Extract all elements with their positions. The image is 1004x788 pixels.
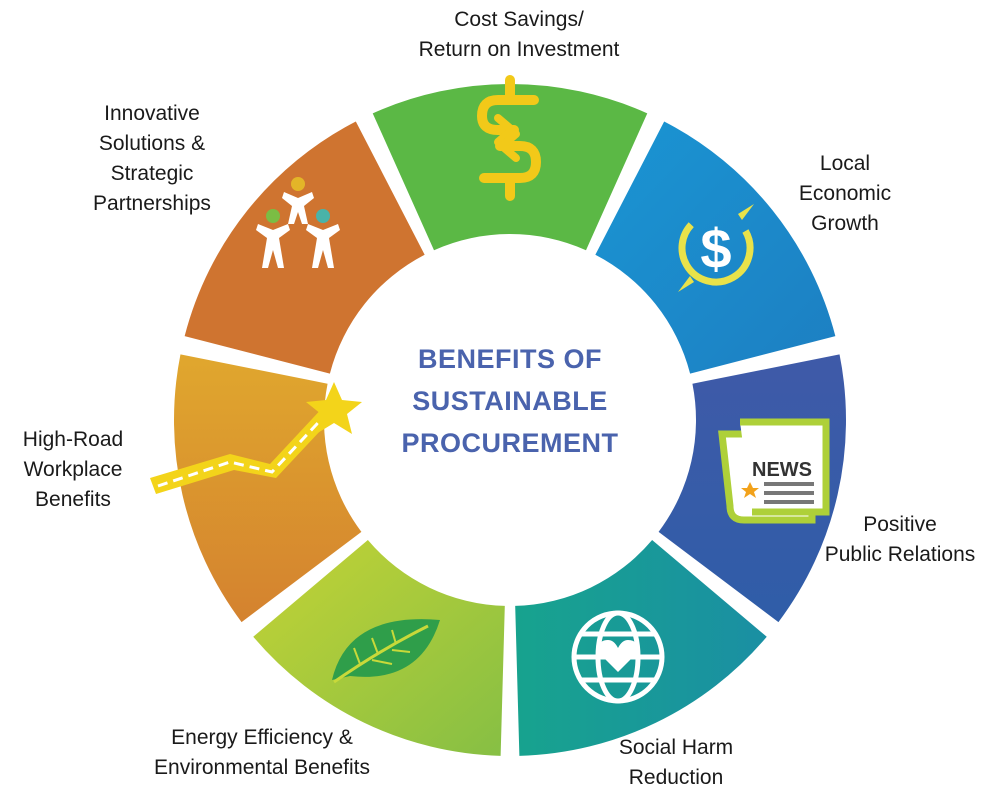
svg-text:Solutions &: Solutions &: [99, 132, 205, 155]
segment-innovative-solutions: [184, 121, 425, 374]
leaf-icon: [332, 619, 440, 684]
news-headline: NEWS: [752, 459, 812, 481]
globe-heart-icon: [571, 610, 665, 704]
segment-cost-savings: [372, 84, 648, 251]
label-innovative-solutions: Innovative Solutions & Strategic Partner…: [93, 102, 211, 215]
label-cost-savings: Cost Savings/ Return on Investment: [419, 8, 620, 61]
label-local-economic-growth: Local Economic Growth: [799, 152, 891, 235]
dollar-cycle-icon: $: [678, 204, 754, 292]
svg-text:High-Road: High-Road: [23, 428, 123, 451]
svg-text:Return on Investment: Return on Investment: [419, 38, 620, 61]
recycle-arrows-icon: [476, 75, 542, 201]
svg-text:Reduction: Reduction: [629, 766, 724, 788]
svg-text:Partnerships: Partnerships: [93, 192, 211, 215]
svg-text:Positive: Positive: [863, 513, 937, 536]
svg-text:Strategic: Strategic: [111, 162, 194, 185]
svg-text:Cost Savings/: Cost Savings/: [454, 8, 584, 31]
segment-local-economic-growth: [595, 121, 836, 374]
svg-text:Local: Local: [820, 152, 870, 175]
svg-text:Innovative: Innovative: [104, 102, 200, 125]
road-star-icon: [150, 382, 362, 494]
label-social-harm-reduction: Social Harm Reduction: [619, 736, 733, 788]
svg-text:Economic: Economic: [799, 182, 891, 205]
svg-text:Benefits: Benefits: [35, 488, 111, 511]
newspaper-icon: NEWS: [718, 418, 830, 524]
segment-social-harm-reduction: [515, 539, 767, 756]
label-public-relations: Positive Public Relations: [825, 513, 976, 566]
center-title-line1: BENEFITS OF: [418, 344, 602, 374]
label-high-road-workplace: High-Road Workplace Benefits: [23, 428, 123, 511]
svg-text:Workplace: Workplace: [24, 458, 123, 481]
label-energy-efficiency: Energy Efficiency & Environmental Benefi…: [154, 726, 370, 779]
svg-text:Environmental Benefits: Environmental Benefits: [154, 756, 370, 779]
svg-text:Growth: Growth: [811, 212, 879, 235]
center-title-line2: SUSTAINABLE: [412, 386, 608, 416]
svg-text:$: $: [700, 217, 731, 280]
people-team-icon: [256, 177, 340, 268]
svg-text:Social Harm: Social Harm: [619, 736, 733, 759]
svg-text:Energy Efficiency &: Energy Efficiency &: [171, 726, 353, 749]
svg-text:Public Relations: Public Relations: [825, 543, 976, 566]
center-title-line3: PROCUREMENT: [401, 428, 618, 458]
